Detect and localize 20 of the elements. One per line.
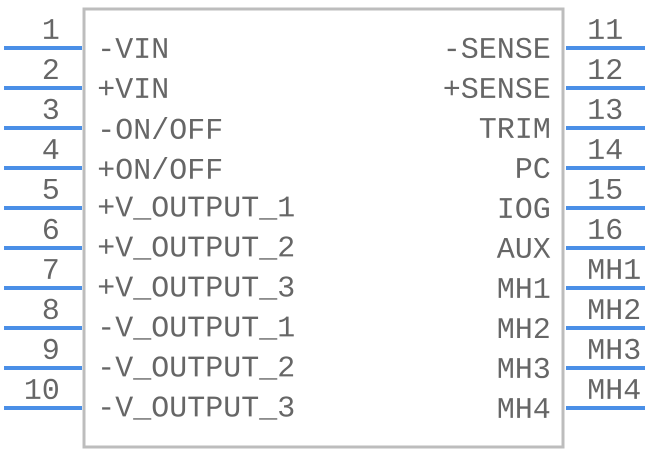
pin-name: -V_OUTPUT_1 [102, 316, 294, 340]
pin-name: +ON/OFF [98, 156, 222, 180]
pin-name: -V_OUTPUT_3 [102, 396, 294, 420]
pin-name: -V_OUTPUT_2 [102, 356, 294, 380]
pin-name: TRIM [480, 118, 549, 138]
pin-name: +V_OUTPUT_2 [98, 236, 294, 260]
pin-name: AUX [496, 238, 550, 258]
pin-name: +V_OUTPUT_3 [98, 276, 294, 300]
pin-name: MH4 [498, 398, 550, 418]
pin-name: -VIN [102, 38, 167, 58]
pin-name: +SENSE [444, 78, 550, 98]
pin-name: IOG [500, 198, 549, 218]
pin-name: +V_OUTPUT_1 [98, 196, 294, 220]
pin-name: -SENSE [448, 38, 550, 58]
pin-name: MH2 [498, 318, 549, 338]
pin-name: MH1 [498, 278, 550, 298]
pin-name: +VIN [98, 78, 167, 98]
pin-name: MH3 [498, 358, 549, 378]
pin-name: -ON/OFF [102, 116, 222, 140]
pin-name: PC [517, 158, 550, 178]
